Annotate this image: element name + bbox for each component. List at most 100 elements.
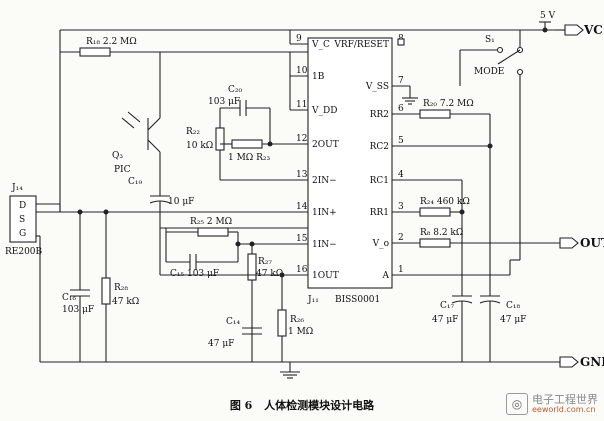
sensor-pin-g: G — [19, 229, 26, 239]
pin-number-2: 2 — [398, 233, 404, 243]
pin-name-7: V_SS — [365, 82, 389, 92]
r22-resistor — [215, 108, 225, 180]
pin-name-16: 1OUT — [312, 271, 339, 281]
pin-number-16: 16 — [296, 265, 308, 275]
mode-label: MODE — [474, 67, 504, 77]
r20-resistor — [392, 109, 491, 290]
c18-label: C₁₈ — [506, 301, 520, 311]
c16-capacitor — [70, 209, 90, 362]
c16-label: C₁₆ — [62, 293, 76, 303]
r28-label: R₂₈ — [114, 283, 128, 293]
pin-name-5: RC2 — [370, 142, 389, 152]
r25-resistor — [165, 227, 239, 262]
r27-label: R₂₇ — [258, 257, 272, 267]
gnd-terminal-label: GND — [580, 355, 604, 369]
sensor-pin-s: S — [19, 215, 25, 225]
pin-name-8: VRF/RESET — [333, 40, 389, 50]
q3-label: Q₃ — [112, 151, 123, 161]
watermark: ◎ 电子工程世界 eeworld.com.cn — [506, 393, 598, 415]
watermark-url: eeworld.com.cn — [532, 405, 596, 414]
r22-label: R₂₂ — [186, 127, 200, 137]
pin-number-13: 13 — [296, 170, 308, 180]
r18-resistor — [59, 30, 308, 212]
c15-label: C₁₅ 103 μF — [170, 269, 219, 279]
pin-number-14: 14 — [296, 202, 308, 212]
r18-label: R₁₈ 2.2 MΩ — [86, 37, 137, 47]
pin-name-9: V_C — [311, 40, 330, 50]
c20-value: 103 μF — [208, 97, 240, 107]
pin-number-11: 11 — [296, 100, 307, 110]
c18-value: 47 μF — [500, 315, 526, 325]
c17-label: C₁₇ — [440, 301, 454, 311]
c14-value: 47 μF — [208, 339, 234, 349]
out-terminal-arrow — [559, 237, 579, 249]
pin-number-5: 5 — [398, 136, 404, 146]
pin-number-15: 15 — [296, 234, 308, 244]
c18-capacitor — [479, 290, 501, 362]
pin-name-1: A — [382, 271, 390, 281]
pin-name-10: 1B — [312, 72, 325, 82]
pin-name-15: 1IN− — [312, 240, 337, 250]
r23-resistor — [220, 139, 308, 149]
watermark-brand: 电子工程世界 — [532, 393, 598, 406]
chip-ref-label: J₁₁ — [307, 295, 319, 305]
vc-rail — [60, 21, 584, 36]
r26-label: R₂₆ — [290, 315, 304, 325]
vc-terminal-arrow — [564, 24, 584, 36]
r27-value: 47 kΩ — [256, 269, 283, 279]
eeworld-logo-icon: ◎ — [506, 393, 528, 415]
vss-ground-symbol — [392, 85, 418, 105]
figure-number: 图 6 — [229, 399, 253, 412]
re200b-sensor — [9, 195, 37, 243]
mode-switch — [459, 30, 524, 261]
r22-value: 10 kΩ — [186, 141, 213, 151]
r20-label: R₂₀ 7.2 MΩ — [423, 99, 474, 109]
pin-number-6: 6 — [398, 104, 404, 114]
r26-resistor — [277, 272, 287, 362]
pin-number-12: 12 — [296, 134, 307, 144]
c17-capacitor — [451, 290, 473, 362]
chip-part-label: BISS0001 — [335, 295, 380, 305]
figure-caption: 图 6 人体检测模块设计电路 — [0, 397, 604, 413]
c19-value: 10 μF — [168, 197, 194, 207]
r24-resistor — [392, 207, 465, 217]
r26-value: 1 MΩ — [288, 327, 313, 337]
c19-label: C₁₉ — [128, 177, 142, 187]
pin-name-11: V_DD — [311, 106, 337, 116]
pin-number-7: 7 — [398, 76, 404, 86]
r28-resistor — [101, 209, 111, 362]
c16-value: 103 μF — [62, 305, 94, 315]
c19-capacitor — [149, 172, 308, 275]
out-terminal-label: OUT — [580, 236, 604, 250]
pin-name-4: RC1 — [370, 176, 389, 186]
pin-name-6: RR2 — [370, 110, 389, 120]
r25-label: R₂₅ 2 MΩ — [190, 217, 232, 227]
pin-number-3: 3 — [398, 202, 404, 212]
c20-capacitor — [220, 100, 271, 144]
r8-resistor — [392, 237, 579, 249]
gnd-rail — [40, 356, 579, 379]
q3-phototransistor — [121, 52, 161, 172]
c14-label: C₁₄ — [226, 317, 240, 327]
switch-label: S₁ — [485, 35, 495, 45]
gnd-terminal-arrow — [559, 356, 579, 368]
vc-terminal-label: VC — [583, 23, 603, 37]
pin-name-3: RR1 — [370, 208, 389, 218]
j14-label: J₁₄ — [11, 183, 23, 193]
c15-capacitor — [165, 232, 238, 270]
pin8-marker — [397, 38, 405, 46]
pin-name-13: 2IN− — [312, 176, 337, 186]
r8-label: R₈ 8.2 kΩ — [420, 228, 463, 238]
c14-capacitor — [242, 327, 262, 335]
vc-rail-label: 5 V — [540, 11, 556, 21]
sensor-pin-d: D — [19, 201, 26, 211]
sensor-model-label: RE200B — [5, 247, 43, 257]
c20-label: C₂₀ — [228, 85, 242, 95]
pin-number-10: 10 — [296, 66, 308, 76]
r27-resistor — [247, 241, 257, 362]
r23-label: 1 MΩ R₂₃ — [228, 153, 271, 163]
pin-name-12: 2OUT — [312, 140, 339, 150]
c17-value: 47 μF — [432, 315, 458, 325]
pin-number-4: 4 — [398, 170, 404, 180]
